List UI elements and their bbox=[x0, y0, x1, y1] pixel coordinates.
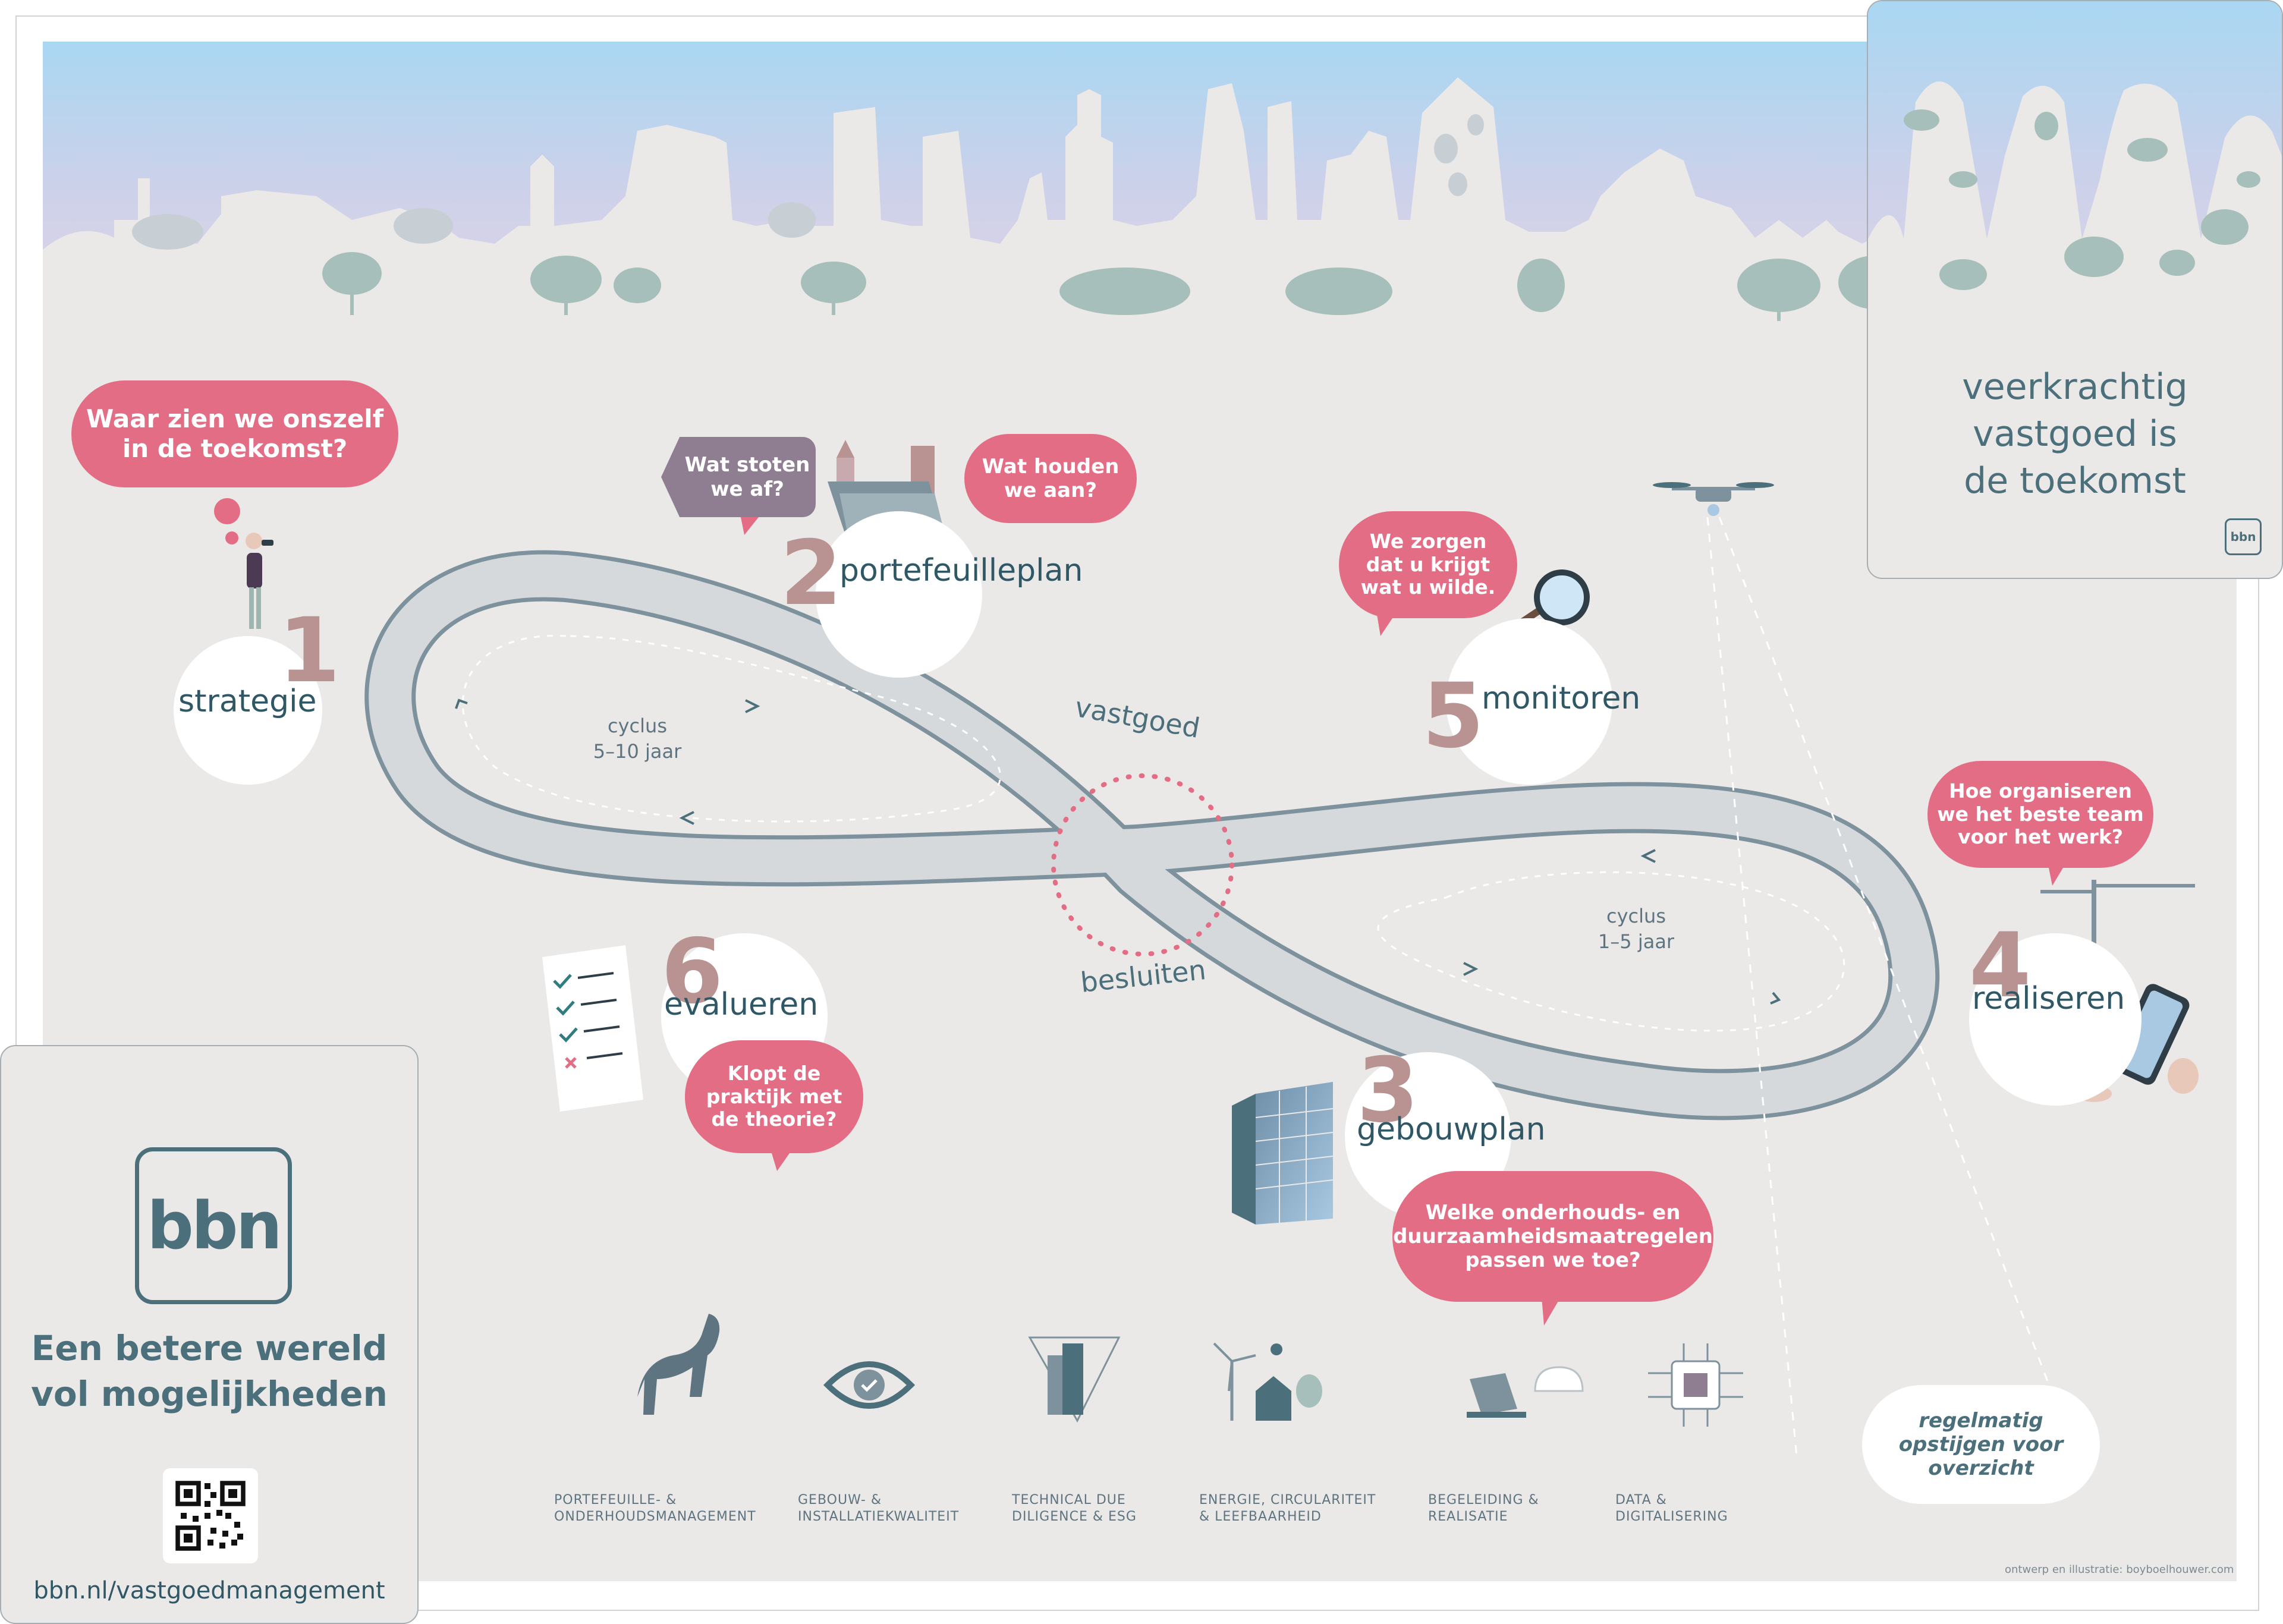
drone-icon bbox=[1653, 482, 2077, 1457]
step-number-6: 6 bbox=[661, 920, 724, 1024]
cycle-label-right: cyclus 1–5 jaar bbox=[1598, 905, 1675, 953]
bubble-drone-note: regelmatig opstijgen voor overzicht bbox=[1862, 1385, 2100, 1504]
resilience-logo: bbn bbox=[2230, 530, 2256, 544]
step-number-5: 5 bbox=[1422, 665, 1485, 768]
service-label-quality: GEBOUW- & INSTALLATIEKWALITEIT bbox=[798, 1493, 960, 1524]
step-label-strategy: strategie bbox=[178, 684, 317, 719]
brand-url: bbn.nl/vastgoedmanagement bbox=[33, 1577, 385, 1604]
horse-icon bbox=[637, 1314, 720, 1415]
step-label-portfolio: portefeuilleplan bbox=[839, 553, 1083, 588]
windmill-icon bbox=[1213, 1342, 1322, 1421]
resilience-text: veerkrachtig vastgoed is de toekomst bbox=[1962, 366, 2188, 502]
step-circle-strategy bbox=[174, 636, 322, 785]
cycle-label-left: cyclus 5–10 jaar bbox=[593, 715, 682, 763]
service-label-data: DATA & DIGITALISERING bbox=[1615, 1493, 1728, 1524]
resilience-logo-box: bbn bbox=[2225, 518, 2262, 555]
bbn-logo: bbn bbox=[147, 1188, 282, 1264]
bubble-team-question: Hoe organiseren we het beste team voor h… bbox=[1927, 761, 2153, 868]
service-label-due-diligence: TECHNICAL DUE DILIGENCE & ESG bbox=[1012, 1493, 1137, 1524]
step-number-2: 2 bbox=[780, 522, 842, 625]
bubble-monitor-statement: We zorgen dat u krijgt wat u wilde. bbox=[1339, 511, 1517, 618]
person-binoculars-icon bbox=[246, 533, 273, 629]
laptop-helmet-icon bbox=[1467, 1366, 1584, 1418]
step-label-realize: realiseren bbox=[1972, 981, 2125, 1016]
step-label-monitor: monitoren bbox=[1482, 681, 1641, 716]
building-triangle-icon bbox=[1028, 1336, 1121, 1423]
step-number-1: 1 bbox=[278, 599, 341, 703]
qr-code bbox=[163, 1468, 258, 1563]
infinity-track bbox=[364, 550, 1940, 1121]
resilience-skyline bbox=[1868, 1, 2282, 310]
step-circle-monitor bbox=[1446, 618, 1612, 785]
qr-code-icon bbox=[175, 1481, 246, 1551]
design-credit: ontwerp en illustratie: boyboelhouwer.co… bbox=[2005, 1563, 2234, 1576]
service-label-energy: ENERGIE, CIRCULARITEIT & LEEFBAARHEID bbox=[1199, 1493, 1376, 1524]
bubble-divest-question: Wat stoten we af? bbox=[661, 437, 816, 517]
brand-card: bbn Een betere wereld vol mogelijkheden … bbox=[0, 1045, 419, 1624]
bubble-evaluate-question: Klopt de praktijk met de theorie? bbox=[685, 1040, 863, 1153]
resilience-card: veerkrachtig vastgoed is de toekomst bbn bbox=[1867, 0, 2283, 579]
bubble-keep-question: Wat houden we aan? bbox=[964, 434, 1137, 523]
step-circle-realize bbox=[1969, 933, 2142, 1106]
chip-icon bbox=[1648, 1343, 1743, 1427]
center-dotted-circle bbox=[1051, 773, 1234, 956]
brand-tagline: Een betere wereld vol mogelijkheden bbox=[31, 1328, 388, 1414]
skyline-silhouette bbox=[43, 77, 1981, 291]
skyline-trees bbox=[132, 114, 1484, 250]
step-label-evaluate: evalueren bbox=[664, 987, 819, 1022]
bubble-strategy-question: Waar zien we onszelf in de toekomst? bbox=[71, 380, 398, 487]
step-circle-portfolio bbox=[816, 511, 982, 678]
thought-dot-large bbox=[214, 498, 240, 524]
direction-chevrons bbox=[455, 698, 1781, 1005]
service-label-portfolio: PORTEFEUILLE- & ONDERHOUDSMANAGEMENT bbox=[554, 1493, 756, 1524]
office-tower-icon bbox=[1232, 1082, 1334, 1225]
thought-dot-small bbox=[225, 531, 238, 545]
step-label-building: gebouwplan bbox=[1357, 1112, 1546, 1147]
step-number-3: 3 bbox=[1357, 1039, 1419, 1143]
checklist-icon bbox=[542, 945, 643, 1112]
eye-check-icon bbox=[823, 1361, 916, 1409]
step-number-4: 4 bbox=[1969, 914, 2032, 1018]
bbn-logo-box: bbn bbox=[135, 1147, 292, 1304]
service-label-guidance: BEGELEIDING & REALISATIE bbox=[1428, 1493, 1539, 1524]
bubble-measures-question: Welke onderhouds- en duurzaamheidsmaatre… bbox=[1392, 1171, 1713, 1302]
